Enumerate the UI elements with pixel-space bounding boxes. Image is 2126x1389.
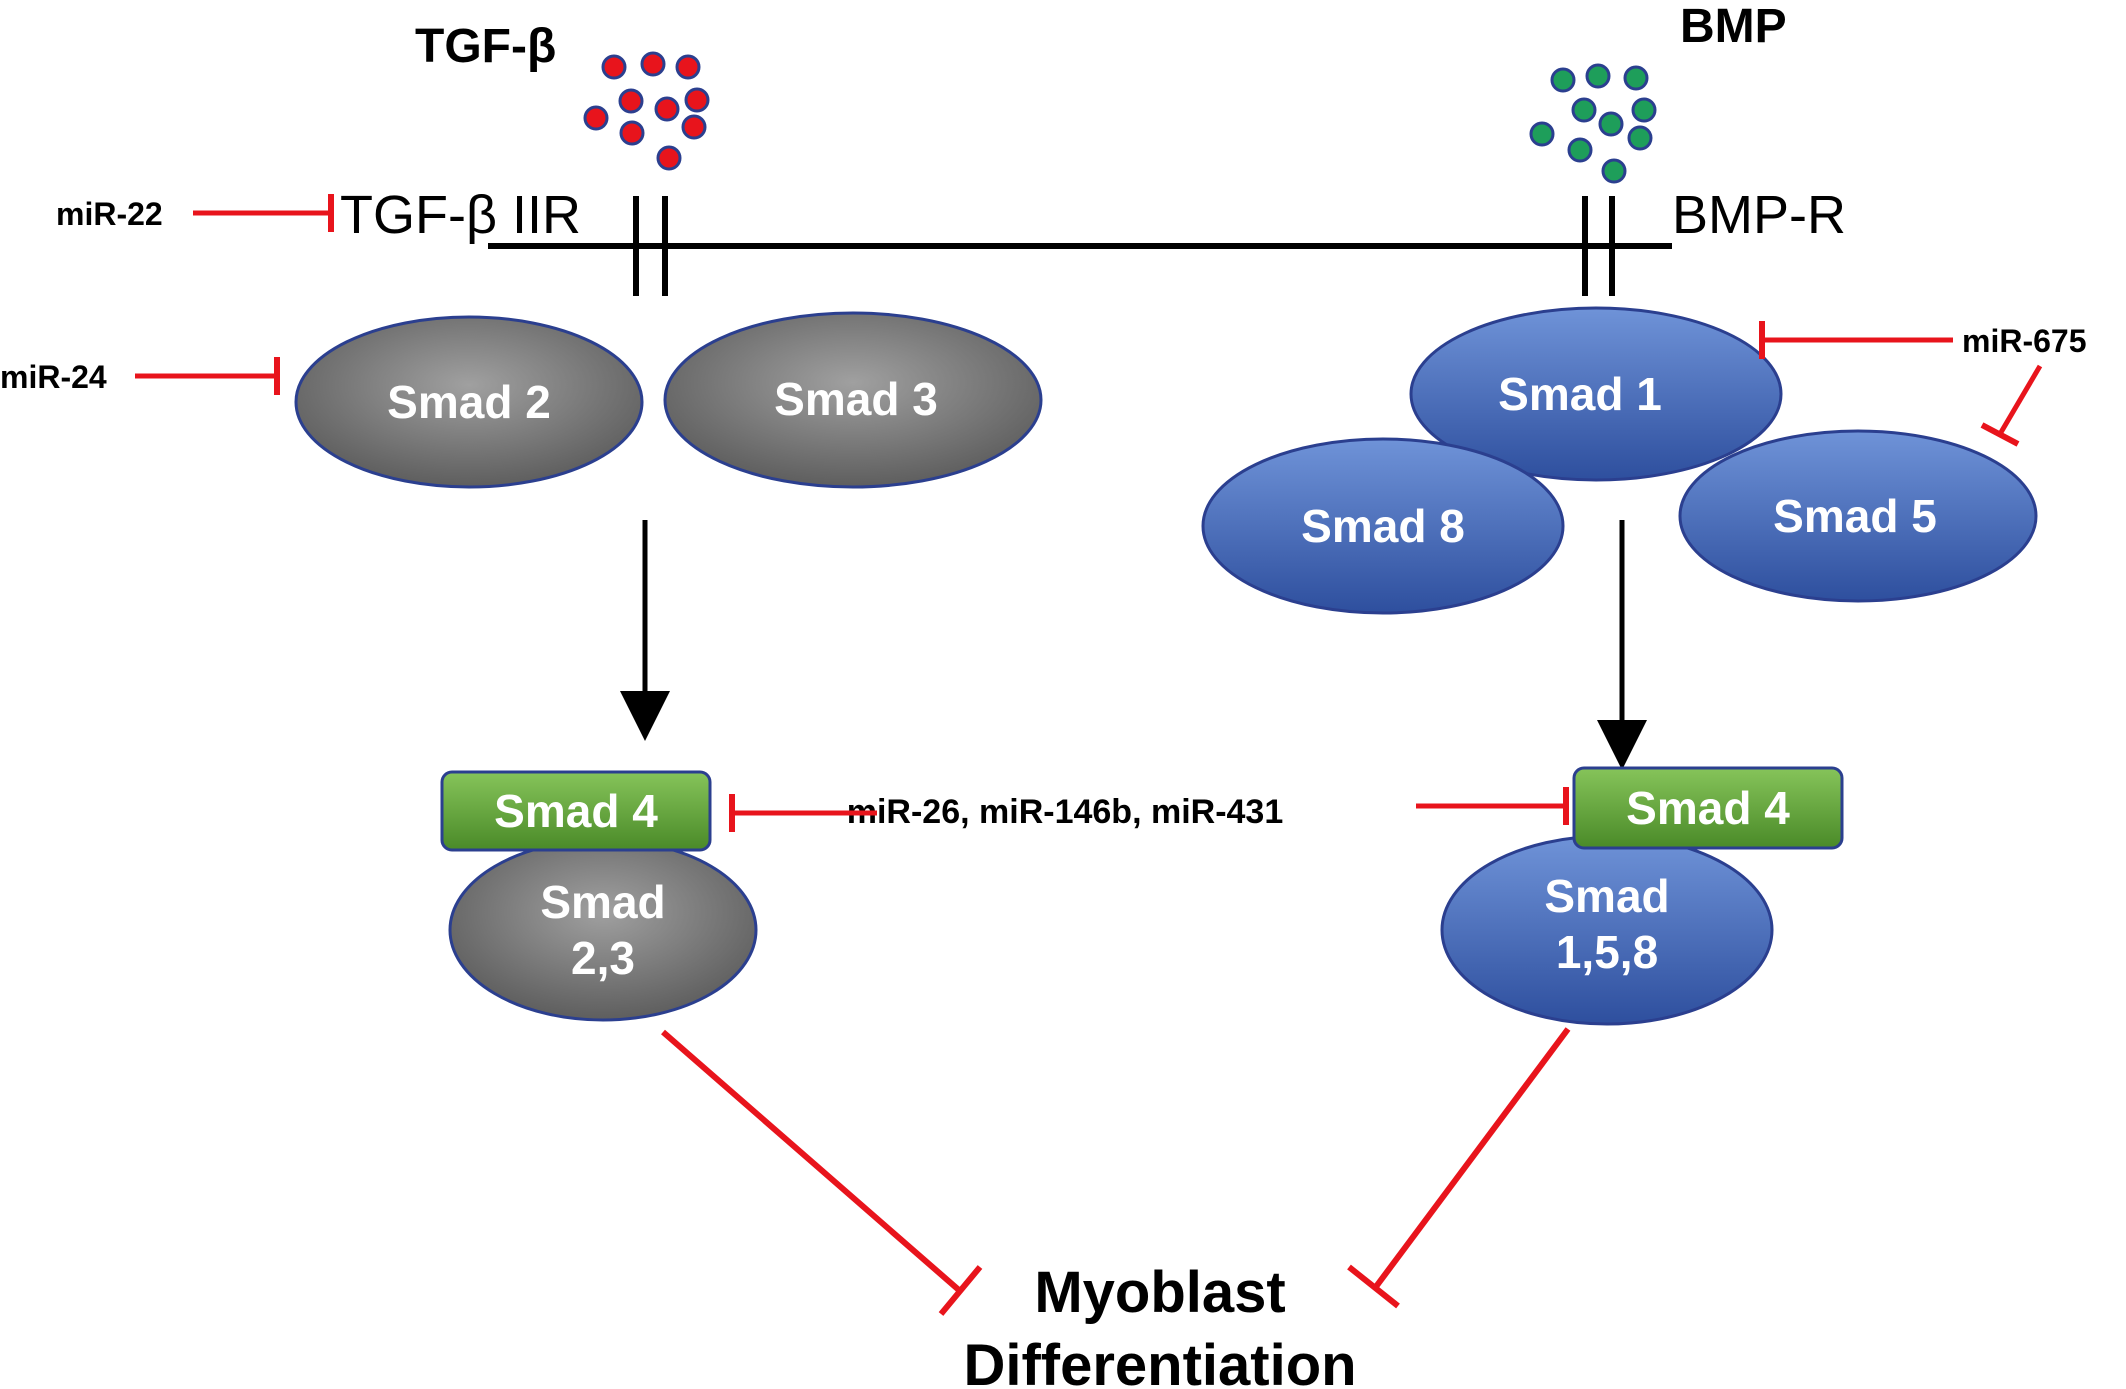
- smad-5-label: Smad 5: [1773, 490, 1937, 542]
- smad-1-label: Smad 1: [1498, 368, 1662, 420]
- smad-4-left-label: Smad 4: [494, 785, 658, 837]
- myoblast-differentiation-label-line1: Myoblast: [1034, 1260, 1285, 1325]
- smad-5-node: [1678, 429, 2038, 603]
- bmp-receptor: [1582, 196, 1615, 296]
- mir-smad4-label: miR-26, miR-146b, miR-431: [847, 793, 1284, 831]
- smad-3-node: [663, 311, 1043, 489]
- mir-675-label: miR-675: [1962, 323, 2087, 359]
- smad-1-5-8-label-line1: Smad: [1544, 870, 1669, 922]
- bmp-ligand-label: BMP: [1680, 0, 1787, 53]
- smad-1-5-8-label-line2: 1,5,8: [1556, 926, 1658, 978]
- bmp-receptor-label: BMP-R: [1672, 185, 1846, 245]
- mir-smad4-left-inhibition: [729, 794, 877, 832]
- smad-2-node: [294, 315, 644, 489]
- smad-4-right-node: [1572, 766, 1844, 850]
- smad-3-label: Smad 3: [774, 373, 938, 425]
- smad-2-3-differentiation-inhibition: [661, 1029, 983, 1316]
- smad-1-node: [1409, 306, 1783, 482]
- mir-22-label: miR-22: [56, 196, 163, 232]
- smad-4-left-node: [440, 770, 712, 852]
- smad-2-3-label-line2: 2,3: [571, 932, 635, 984]
- smad-8-node: [1201, 437, 1565, 615]
- smad-1-5-8-differentiation-inhibition: [1347, 1027, 1571, 1309]
- mir-smad4-right-inhibition: [1416, 787, 1569, 825]
- bmp-ligand-dots: [1529, 63, 1657, 184]
- smad-2-label: Smad 2: [387, 376, 551, 428]
- tgf-beta-ligand-dots: [583, 51, 710, 171]
- mir-675-smad1-inhibition: [1759, 321, 1953, 359]
- mir-675-smad5-inhibition: [1980, 364, 2043, 447]
- mir-24-inhibition: [135, 357, 280, 395]
- smad-2-3-complex-node: [448, 838, 758, 1022]
- tgf-beta-ligand-label: TGF-β: [415, 20, 556, 73]
- mir-24-label: miR-24: [0, 359, 107, 395]
- tgf-beta-receptor: [633, 196, 668, 296]
- myoblast-differentiation-label-line2: Differentiation: [963, 1333, 1356, 1389]
- smad-2-3-label-line1: Smad: [540, 876, 665, 928]
- smad-8-label: Smad 8: [1301, 500, 1465, 552]
- smad-4-right-label: Smad 4: [1626, 782, 1790, 834]
- mir-22-inhibition: [193, 194, 334, 232]
- tgf-beta-receptor-label: TGF-β IIR: [340, 185, 581, 245]
